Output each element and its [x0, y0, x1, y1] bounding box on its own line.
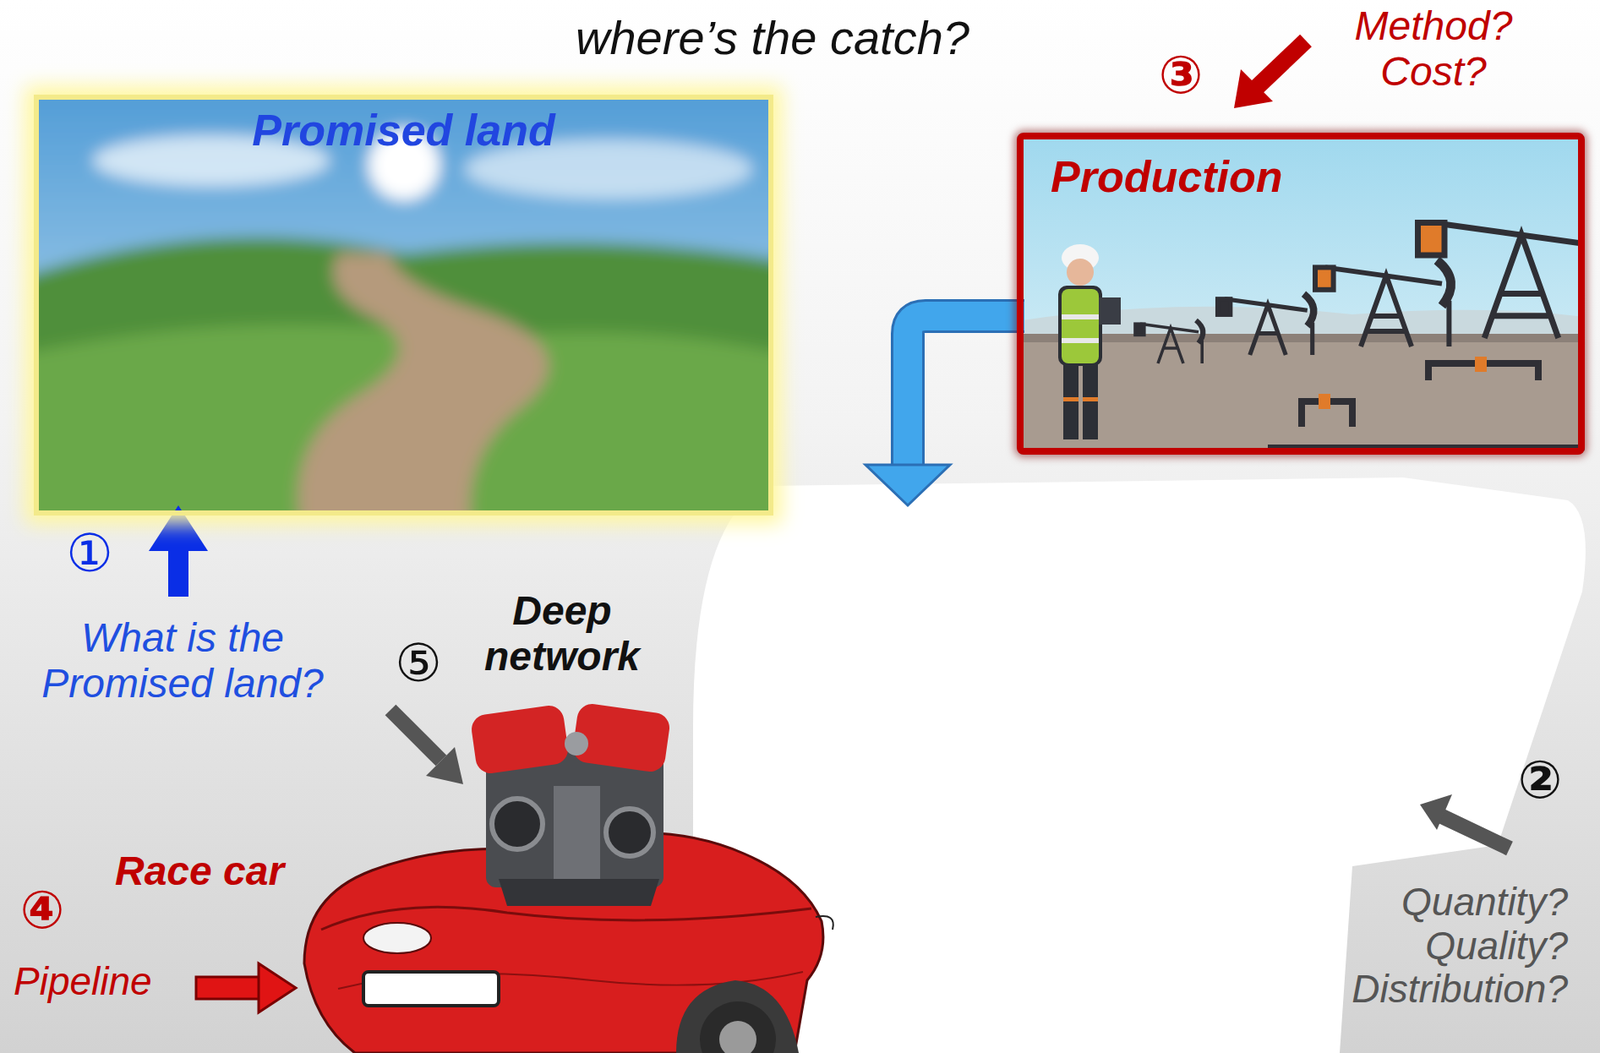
- up-arrow: [148, 505, 208, 597]
- question-note: What is the Promised land?: [5, 615, 361, 707]
- callout-number: ③: [1158, 49, 1204, 102]
- landscape-picture: [33, 94, 774, 516]
- subtitle: where’s the catch?: [575, 11, 970, 66]
- callout-number: ①: [65, 527, 114, 580]
- question-note: Method? Cost?: [1354, 3, 1513, 95]
- oilfield-picture: [1016, 132, 1585, 455]
- node-title: Promised land: [251, 104, 555, 156]
- blank-region: [693, 477, 1586, 1053]
- pumpjack: [1135, 320, 1203, 364]
- worker: [1058, 244, 1121, 440]
- flow-arrow: [865, 316, 1025, 506]
- pumpjack: [1418, 212, 1586, 339]
- pointer-arrow: [1234, 40, 1306, 109]
- callout-number: ②: [1518, 753, 1563, 807]
- callout-number: ④: [20, 884, 66, 937]
- question-note: Quantity? Quality? Distribution?: [1351, 880, 1568, 1012]
- node-title: Production: [1050, 151, 1283, 203]
- engine: [469, 702, 672, 907]
- callout-number: ⑤: [394, 637, 443, 690]
- part-name: Race car: [114, 848, 284, 895]
- pointer-arrow: [1419, 794, 1510, 849]
- image-panel: Production: [1016, 132, 1585, 455]
- pointer-arrow: [390, 709, 464, 785]
- pumpjack: [1315, 260, 1452, 347]
- pumpjack: [1217, 294, 1315, 355]
- part-name: Deep network: [484, 588, 640, 680]
- pointer-arrow: [196, 963, 296, 1013]
- part-name: Pipeline: [13, 960, 153, 1005]
- image-panel: Promised land: [33, 94, 774, 516]
